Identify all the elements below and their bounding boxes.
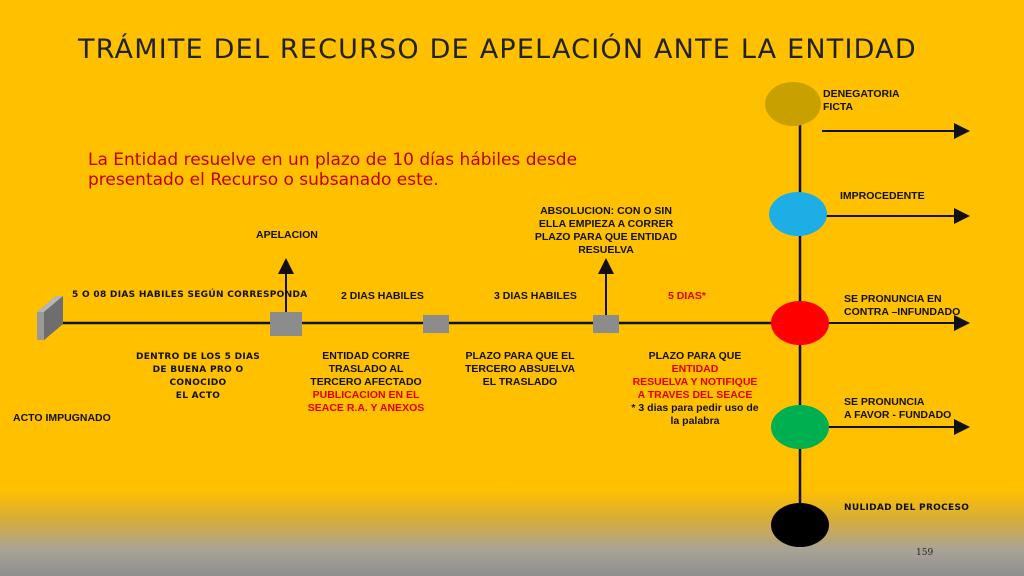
label-plazo-entidad: PLAZO PARA QUE ENTIDAD RESUELVA Y NOTIFI… xyxy=(631,350,759,427)
outcome-circle-nulidad xyxy=(771,503,829,547)
acto-impugnado-cube-icon xyxy=(37,296,63,340)
label-3-dias: 3 DIAS HABILES xyxy=(494,290,577,302)
label-absolucion: ABSOLUCION: CON O SIN ELLA EMPIEZA A COR… xyxy=(534,205,678,256)
label-2-dias: 2 DIAS HABILES xyxy=(341,290,424,302)
label-plazo-tercero: PLAZO PARA QUE EL TERCERO ABSUELVA EL TR… xyxy=(464,350,576,388)
outcome-circle-improcedente xyxy=(769,192,827,236)
label-5-dias: 5 DIAS* xyxy=(668,290,706,302)
page-number: 159 xyxy=(916,548,934,558)
label-apelacion: APELACION xyxy=(256,229,318,241)
outcome-label-nulidad: NULIDAD DEL PROCESO xyxy=(844,503,970,513)
slide-title: TRÁMITE DEL RECURSO DE APELACIÓN ANTE LA… xyxy=(78,34,917,65)
milestone-box-absolucion xyxy=(593,315,619,333)
outcome-circle-infundado xyxy=(771,301,829,345)
label-dentro-5-dias: DENTRO DE LOS 5 DIAS DE BUENA PRO O CONO… xyxy=(135,352,261,401)
milestone-box-apelacion xyxy=(270,312,302,336)
label-5-o-08-dias: 5 O 08 DIAS HABILES SEGÚN CORRESPONDA xyxy=(72,290,308,300)
outcome-label-fundado: SE PRONUNCIA A FAVOR - FUNDADO xyxy=(844,396,952,421)
outcome-label-denegatoria: DENEGATORIA FICTA xyxy=(823,88,900,113)
slide-subtitle: La Entidad resuelve en un plazo de 10 dí… xyxy=(88,150,578,190)
outcome-label-improcedente: IMPROCEDENTE xyxy=(840,190,925,202)
milestone-box-traslado xyxy=(423,315,449,333)
outcome-label-infundado: SE PRONUNCIA EN CONTRA –INFUNDADO xyxy=(844,293,961,318)
outcome-circle-denegatoria xyxy=(765,82,821,126)
label-entidad-corre-traslado: ENTIDAD CORRE TRASLADO AL TERCERO AFECTA… xyxy=(307,350,425,414)
label-acto-impugnado: ACTO IMPUGNADO xyxy=(13,412,111,424)
outcome-circle-fundado xyxy=(771,405,829,449)
